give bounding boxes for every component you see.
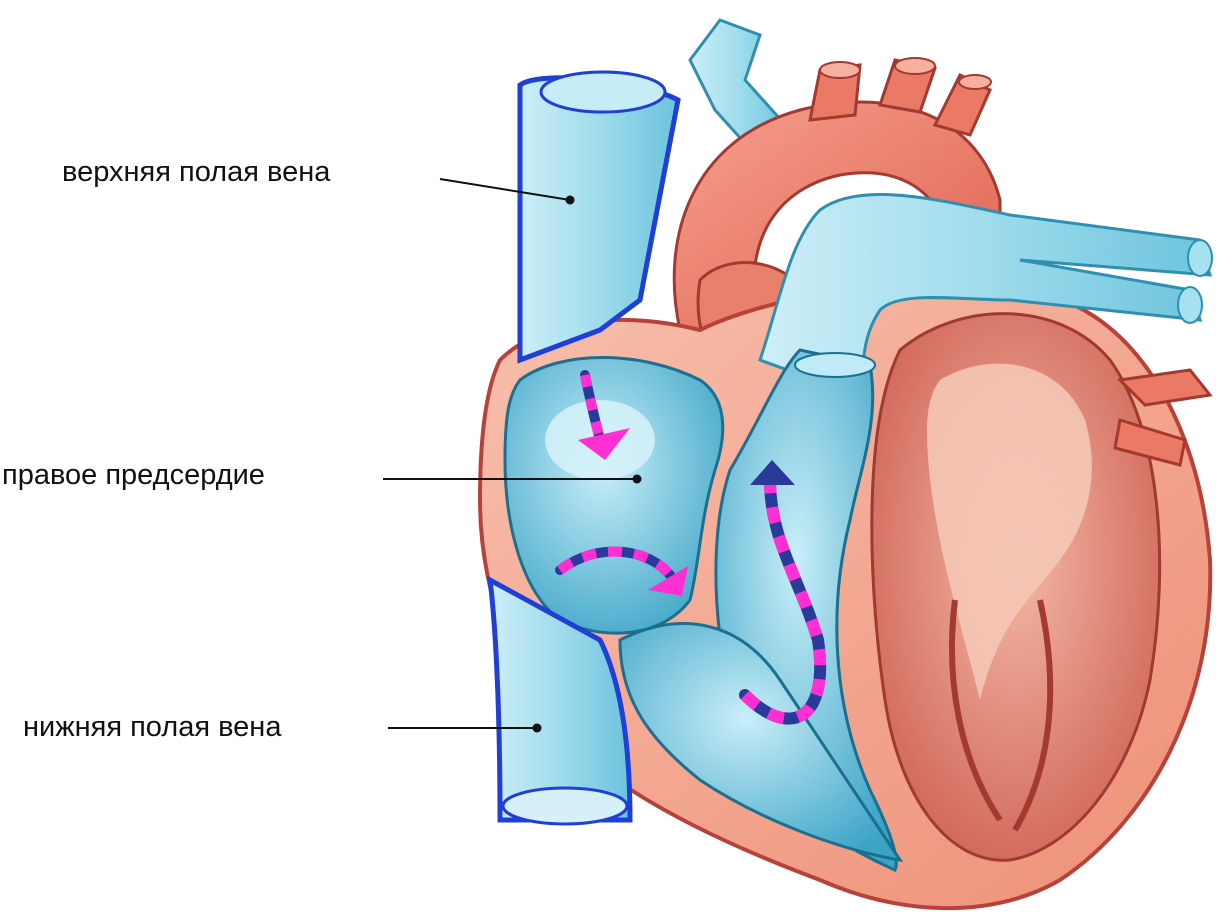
pointer-dot-ra [633,475,642,484]
label-inferior-vena-cava: нижняя полая вена [23,713,281,742]
right-atrium [505,358,723,634]
pointer-dot-svc [566,196,575,205]
label-superior-vena-cava: верхняя полая вена [62,158,330,187]
label-right-atrium: правое предсердие [2,461,265,490]
superior-vena-cava [520,78,678,360]
pointer-dot-ivc [533,724,542,733]
